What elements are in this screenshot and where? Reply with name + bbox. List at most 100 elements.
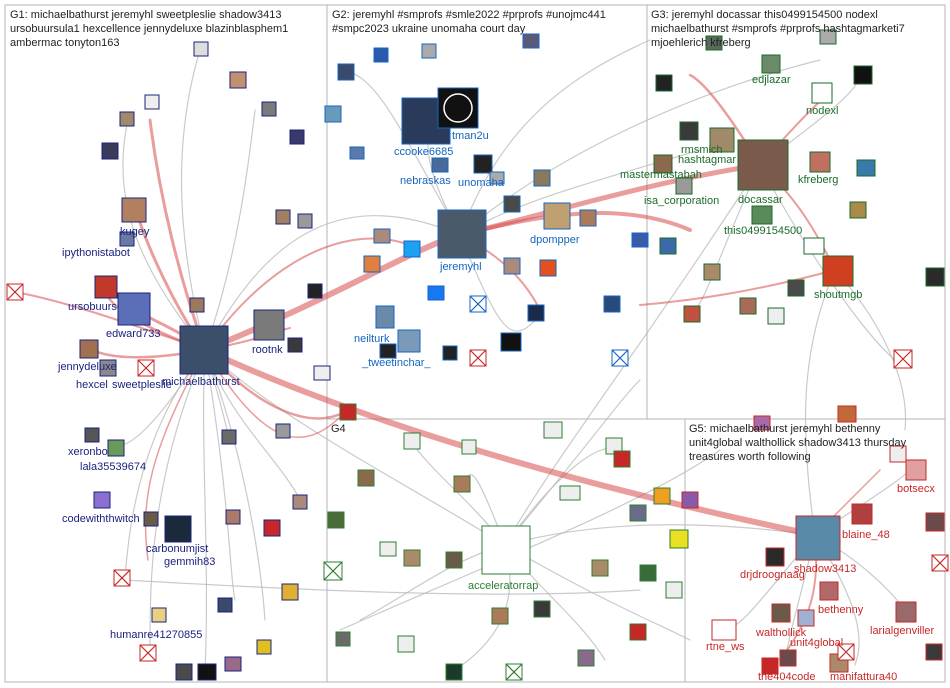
node-jeremyhl[interactable]	[437, 209, 487, 259]
node-lala[interactable]	[107, 439, 125, 457]
node-small[interactable]	[461, 439, 477, 455]
node-isa_corporation[interactable]	[675, 177, 693, 195]
node-small[interactable]	[445, 551, 463, 569]
node-unomaha[interactable]	[473, 154, 493, 174]
node-shadow3413[interactable]	[795, 515, 841, 561]
node-small[interactable]	[297, 213, 313, 229]
node-shoutmgb[interactable]	[822, 255, 854, 287]
node-small[interactable]	[787, 279, 805, 297]
node-small[interactable]	[119, 111, 135, 127]
node-small[interactable]	[539, 259, 557, 277]
node-walthollick[interactable]	[771, 603, 791, 623]
node-small[interactable]	[144, 94, 160, 110]
node-rtne_ws[interactable]	[711, 619, 737, 641]
node-small[interactable]	[217, 597, 233, 613]
node-small[interactable]	[453, 475, 471, 493]
node-small[interactable]	[313, 365, 331, 381]
node-small[interactable]	[379, 343, 397, 359]
node-small[interactable]	[853, 65, 873, 85]
node-small[interactable]	[427, 285, 445, 301]
node-small[interactable]	[591, 559, 609, 577]
node-small[interactable]	[275, 423, 291, 439]
node-small[interactable]	[221, 429, 237, 445]
node-small[interactable]	[287, 337, 303, 353]
node-small[interactable]	[397, 635, 415, 653]
node-small[interactable]	[275, 209, 291, 225]
node-small[interactable]	[261, 101, 277, 117]
node-docassar[interactable]	[737, 139, 789, 191]
node-hashtagmar[interactable]	[709, 127, 735, 153]
node-small[interactable]	[373, 47, 389, 63]
node-small[interactable]	[703, 263, 721, 281]
node-small[interactable]	[803, 237, 825, 255]
node-small[interactable]	[357, 469, 375, 487]
node-small[interactable]	[925, 643, 943, 661]
node-small[interactable]	[445, 663, 463, 681]
node-small[interactable]	[579, 209, 597, 227]
node-small[interactable]	[522, 33, 540, 49]
node-small[interactable]	[379, 541, 397, 557]
node-small[interactable]	[753, 415, 771, 431]
node-small[interactable]	[849, 201, 867, 219]
node-small[interactable]	[337, 63, 355, 81]
node-ipythonistabot[interactable]	[119, 231, 135, 247]
node-small[interactable]	[101, 142, 119, 160]
node-small[interactable]	[683, 305, 701, 323]
node-kfreberg[interactable]	[809, 151, 831, 173]
node-blaine_48[interactable]	[851, 503, 873, 525]
node-larialgenviller[interactable]	[895, 601, 917, 623]
node-small[interactable]	[533, 600, 551, 618]
node-rmsmich[interactable]	[679, 121, 699, 141]
node-small[interactable]	[335, 631, 351, 647]
node-acceleratorrap[interactable]	[481, 525, 531, 575]
node-small[interactable]	[577, 649, 595, 667]
node-small[interactable]	[503, 195, 521, 213]
node-codewiththwitch[interactable]	[93, 491, 111, 509]
node-small[interactable]	[197, 663, 217, 681]
node-small[interactable]	[324, 105, 342, 123]
node-small[interactable]	[889, 445, 907, 463]
node-small[interactable]	[705, 35, 723, 51]
node-small[interactable]	[603, 295, 621, 313]
node-small[interactable]	[327, 511, 345, 529]
node-small[interactable]	[925, 512, 945, 532]
node-small[interactable]	[289, 129, 305, 145]
node-small[interactable]	[669, 529, 689, 549]
node-small[interactable]	[659, 237, 677, 255]
node-small[interactable]	[224, 656, 242, 672]
node-nodexl[interactable]	[811, 82, 833, 104]
node-small[interactable]	[292, 494, 308, 510]
node-small[interactable]	[363, 255, 381, 273]
node-jennydeluxe[interactable]	[79, 339, 99, 359]
node-small[interactable]	[263, 519, 281, 537]
node-small[interactable]	[559, 485, 581, 501]
node-drjdroogh[interactable]	[765, 547, 785, 567]
node-botsecx[interactable]	[905, 459, 927, 481]
node-small[interactable]	[739, 297, 757, 315]
node-small[interactable]	[403, 240, 421, 258]
node-edward733[interactable]	[117, 292, 151, 326]
node-small[interactable]	[533, 169, 551, 187]
node-michaelbathurst[interactable]	[179, 325, 229, 375]
node-small[interactable]	[856, 159, 876, 177]
node-small[interactable]	[613, 450, 631, 468]
node-small[interactable]	[281, 583, 299, 601]
node-edjlazar[interactable]	[761, 54, 781, 74]
node-small[interactable]	[665, 581, 683, 599]
node-small[interactable]	[761, 657, 779, 675]
node-small[interactable]	[925, 267, 945, 287]
node-mastermastabah[interactable]	[653, 154, 673, 174]
node-small[interactable]	[767, 307, 785, 325]
node-small[interactable]	[229, 71, 247, 89]
node-small[interactable]	[543, 421, 563, 439]
node-neilturk[interactable]	[375, 305, 395, 329]
node-small[interactable]	[143, 511, 159, 527]
node-small[interactable]	[307, 283, 323, 299]
node-kugey[interactable]	[121, 197, 147, 223]
node-small[interactable]	[373, 228, 391, 244]
node-humanre[interactable]	[151, 607, 167, 623]
node-bethenny[interactable]	[819, 581, 839, 601]
node-tweetinchar[interactable]	[397, 329, 421, 353]
node-small[interactable]	[837, 405, 857, 423]
node-ap[interactable]	[500, 332, 522, 352]
